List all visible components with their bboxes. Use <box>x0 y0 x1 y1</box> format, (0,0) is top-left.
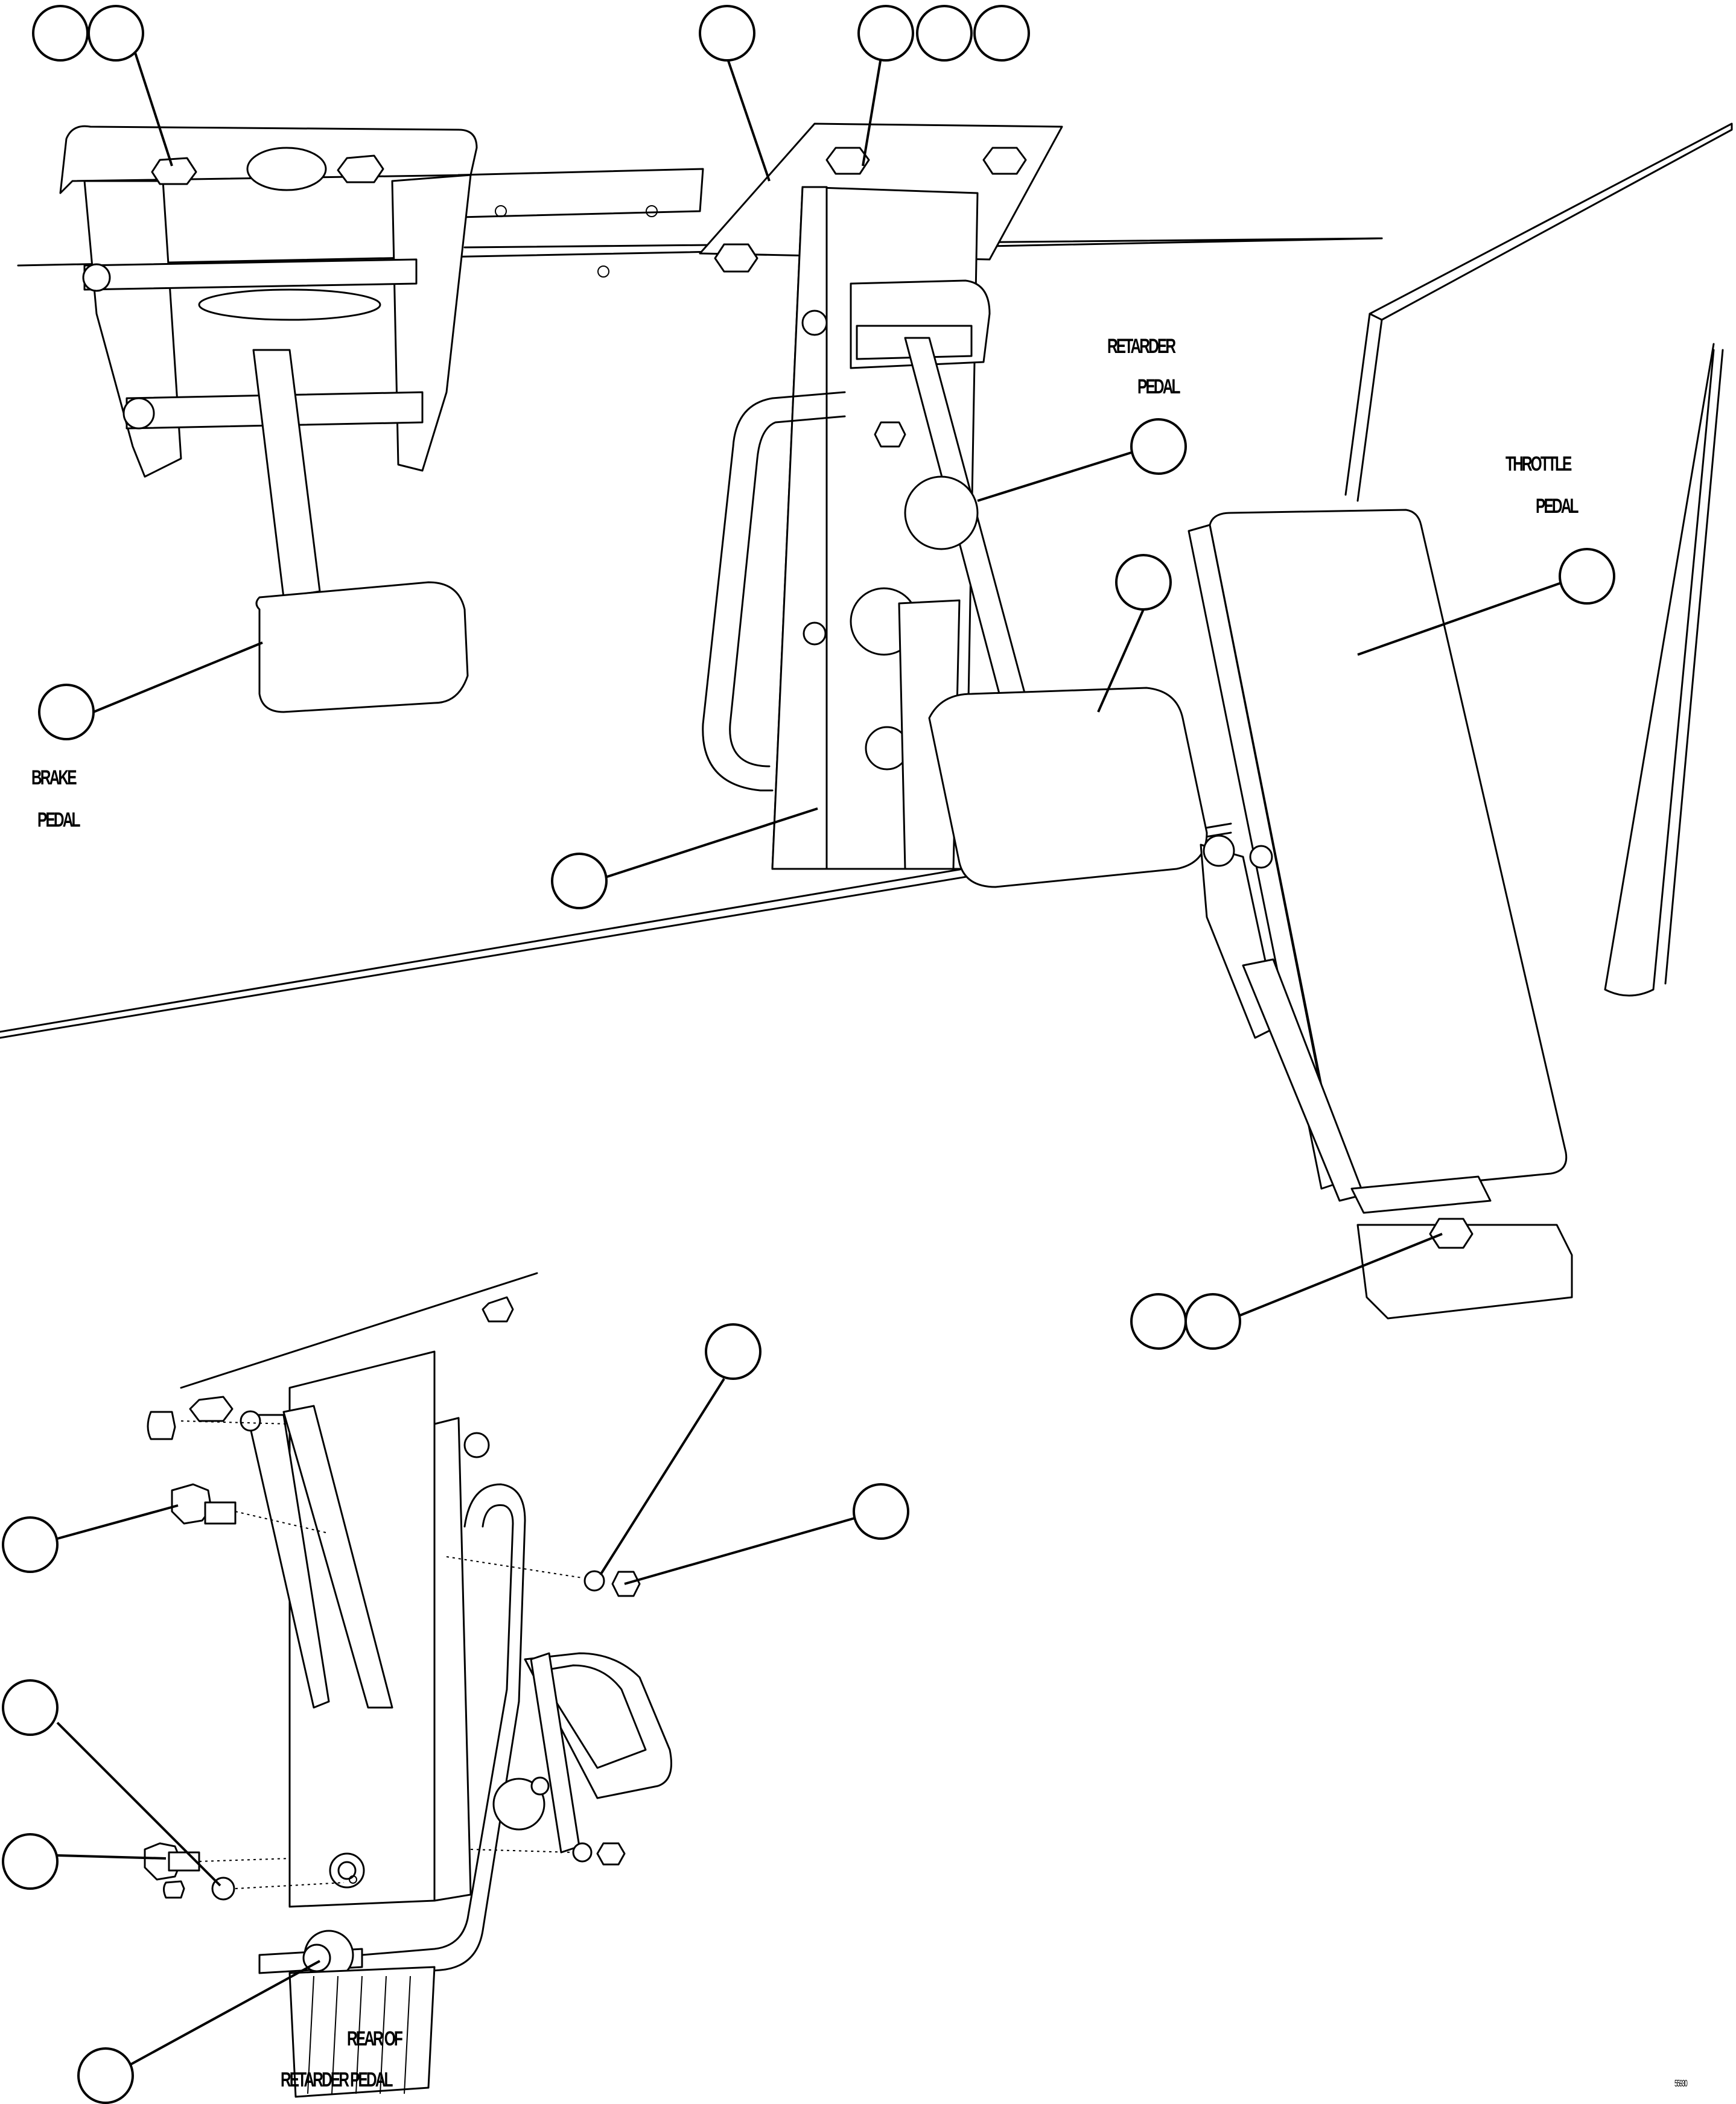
retarder-pedal-assembly <box>699 122 1208 888</box>
rear-of-retarder-pedal-view <box>144 1272 672 2098</box>
callout-balloons <box>2 5 1615 2104</box>
floor-lines <box>0 237 1383 1039</box>
callout-balloon <box>1559 548 1615 605</box>
side-panel <box>1344 122 1733 997</box>
rear-view-label-line1: REAR OF <box>347 2027 403 2050</box>
brake-pedal-label-line1: BRAKE <box>31 766 77 789</box>
throttle-pedal-label-line2: PEDAL <box>1536 495 1579 518</box>
callout-balloon <box>1130 418 1187 475</box>
rear-view-label-line2: RETARDER PEDAL <box>281 2068 393 2091</box>
callout-balloon <box>1130 1293 1187 1350</box>
callout-balloon <box>857 5 914 62</box>
callout-balloon <box>551 853 608 909</box>
callout-balloon <box>699 5 755 62</box>
figure-number: 55930 <box>1674 2079 1688 2089</box>
callout-balloon <box>2 1833 59 1890</box>
callout-balloon <box>2 1679 59 1736</box>
callout-balloon <box>1184 1293 1241 1350</box>
callout-balloon <box>705 1323 761 1380</box>
brake-pedal-label-line2: PEDAL <box>37 809 80 831</box>
retarder-pedal-label-line2: PEDAL <box>1137 375 1180 398</box>
callout-balloon <box>2 1516 59 1573</box>
callout-balloon <box>38 684 95 740</box>
callout-balloon <box>916 5 973 62</box>
retarder-pedal-label-line1: RETARDER <box>1107 335 1176 358</box>
throttle-pedal-label-line1: THROTTLE <box>1505 453 1572 475</box>
callout-balloon <box>32 5 89 62</box>
callout-balloon <box>853 1483 909 1540</box>
throttle-pedal-assembly <box>1188 509 1573 1320</box>
leader-lines <box>56 45 1563 2068</box>
callout-balloon <box>77 2047 134 2104</box>
callout-balloon <box>87 5 144 62</box>
brake-pedal-assembly <box>59 125 704 713</box>
callout-balloon <box>1115 554 1172 611</box>
callout-balloon <box>973 5 1030 62</box>
